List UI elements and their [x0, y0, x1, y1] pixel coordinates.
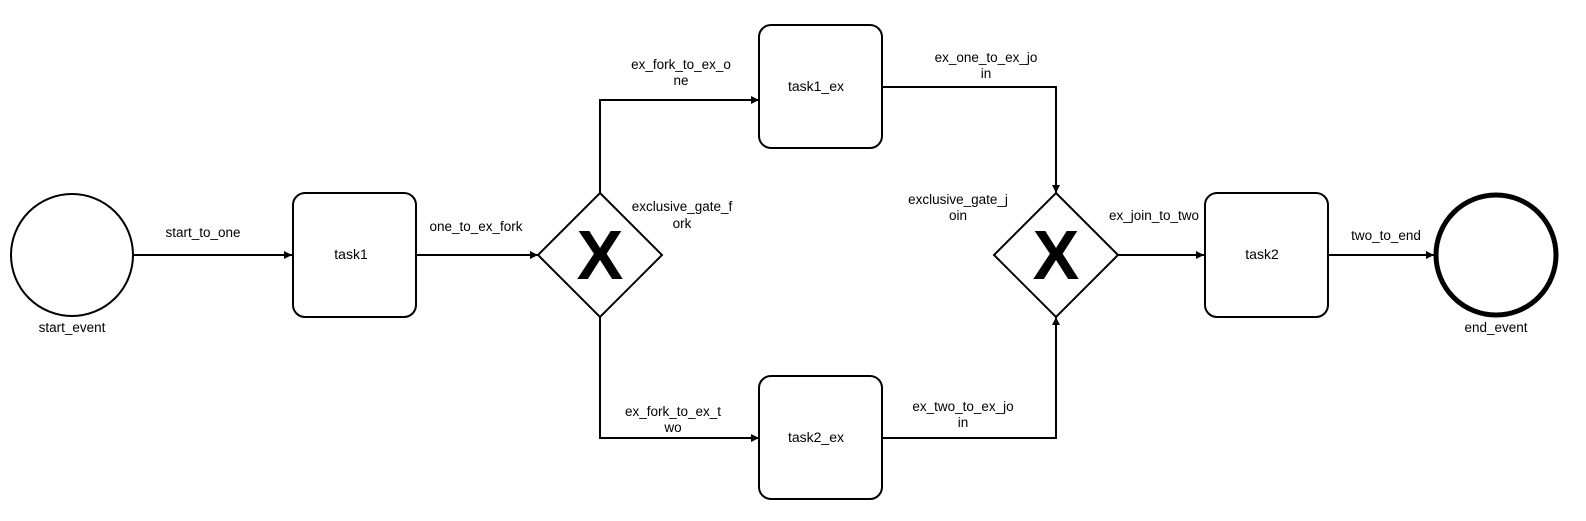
- flow-ex-fork-to-ex-one-label-line1: ex_fork_to_ex_o: [631, 57, 731, 72]
- exclusive-gateway-fork[interactable]: X: [536, 191, 664, 319]
- exclusive-gateway-join[interactable]: X: [992, 191, 1120, 319]
- task2[interactable]: task2: [1204, 192, 1329, 318]
- flow-ex-two-to-ex-join[interactable]: [882, 317, 1060, 439]
- flow-ex-join-to-two-label: ex_join_to_two: [1109, 208, 1199, 223]
- start-event-label: start_event: [39, 320, 106, 335]
- task1[interactable]: task1: [292, 192, 417, 318]
- flow-ex-one-to-ex-join-label-line2: in: [981, 66, 992, 81]
- task1-label: task1: [334, 246, 368, 262]
- flow-ex-fork-to-ex-one[interactable]: [599, 96, 759, 193]
- task1-ex-label: task1_ex: [788, 78, 844, 94]
- task2-ex[interactable]: task2_ex: [758, 375, 883, 500]
- task1-ex[interactable]: task1_ex: [758, 24, 883, 149]
- flow-ex-fork-to-ex-two-label-line2: wo: [663, 420, 681, 435]
- gateway-fork-label-line1: exclusive_gate_f: [632, 199, 733, 214]
- flow-ex-two-to-ex-join-label-line2: in: [958, 415, 969, 430]
- start-event[interactable]: [10, 193, 134, 317]
- flow-one-to-ex-fork-label: one_to_ex_fork: [429, 219, 522, 234]
- task2-label: task2: [1245, 246, 1279, 262]
- task2-ex-label: task2_ex: [788, 429, 844, 445]
- flow-ex-one-to-ex-join[interactable]: [882, 86, 1060, 193]
- gateway-join-label-line2: oin: [949, 208, 967, 223]
- gateway-fork-x-marker: X: [577, 216, 624, 294]
- flow-start-to-one-label: start_to_one: [165, 225, 240, 240]
- flow-ex-fork-to-ex-one-label-line2: ne: [673, 73, 688, 88]
- flow-ex-fork-to-ex-two[interactable]: [599, 317, 759, 442]
- gateway-join-label-line1: exclusive_gate_j: [908, 192, 1008, 207]
- flow-two-to-end-label: two_to_end: [1351, 228, 1421, 243]
- flow-ex-two-to-ex-join-label-line1: ex_two_to_ex_jo: [912, 399, 1013, 414]
- gateway-fork-label-line2: ork: [673, 216, 692, 231]
- gateway-join-x-marker: X: [1033, 216, 1080, 294]
- flow-ex-one-to-ex-join-label-line1: ex_one_to_ex_jo: [935, 50, 1038, 65]
- end-event[interactable]: [1433, 192, 1559, 318]
- end-event-label: end_event: [1464, 320, 1527, 335]
- flow-ex-fork-to-ex-two-label-line1: ex_fork_to_ex_t: [625, 404, 721, 419]
